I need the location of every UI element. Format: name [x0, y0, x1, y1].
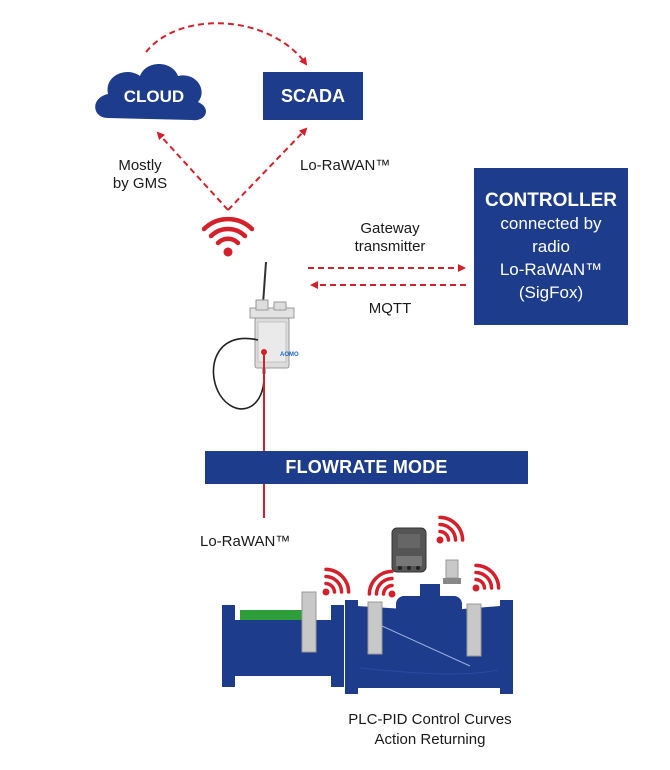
controller-title: CONTROLLER: [485, 190, 617, 211]
flowrate-mode-banner: FLOWRATE MODE: [205, 451, 528, 484]
scada-box: SCADA: [263, 72, 363, 120]
controller-line-1: connected by: [500, 214, 602, 233]
flowrate-mode-label: FLOWRATE MODE: [285, 457, 448, 477]
right-link-label: Lo-RaWAN™: [300, 157, 391, 174]
device-logo: AOMO: [280, 352, 299, 358]
control-valve: [345, 584, 513, 694]
valve-wifi-icon-top: [436, 515, 465, 544]
wifi-signal-icon: [201, 216, 255, 257]
gateway-device: [212, 261, 295, 410]
gateway-label-line2: transmitter: [354, 238, 426, 255]
valve-wifi-icon-right: [472, 563, 501, 592]
controller-line-4: (SigFox): [518, 283, 584, 302]
caption-line1: PLC-PID Control Curves: [348, 711, 512, 728]
left-link-label-line2: by GMS: [112, 175, 168, 192]
cloud-shape: [95, 64, 206, 121]
controller-box: CONTROLLER connected by radio Lo-RaWAN™ …: [474, 168, 628, 325]
cloud-to-scada-arrow: [145, 22, 308, 66]
valve-actuator: [391, 527, 461, 584]
bottom-link-label: Lo-RaWAN™: [200, 533, 291, 550]
valve-wifi-icon-left: [367, 569, 396, 598]
antenna-to-scada-arrow: [227, 127, 308, 211]
controller-line-3: Lo-RaWAN™: [499, 260, 603, 279]
flow-meter: [222, 591, 344, 687]
controller-line-2: radio: [532, 237, 570, 256]
antenna-to-cloud-arrow: [156, 131, 229, 211]
caption-line2: Action Returning: [374, 731, 486, 748]
left-link-label-line1: Mostly: [118, 157, 162, 174]
mqtt-label: MQTT: [368, 300, 412, 317]
scada-label: SCADA: [280, 85, 345, 106]
cloud-label: CLOUD: [123, 87, 185, 106]
gateway-label-line1: Gateway: [360, 220, 420, 237]
meter-wifi-icon: [322, 567, 351, 596]
